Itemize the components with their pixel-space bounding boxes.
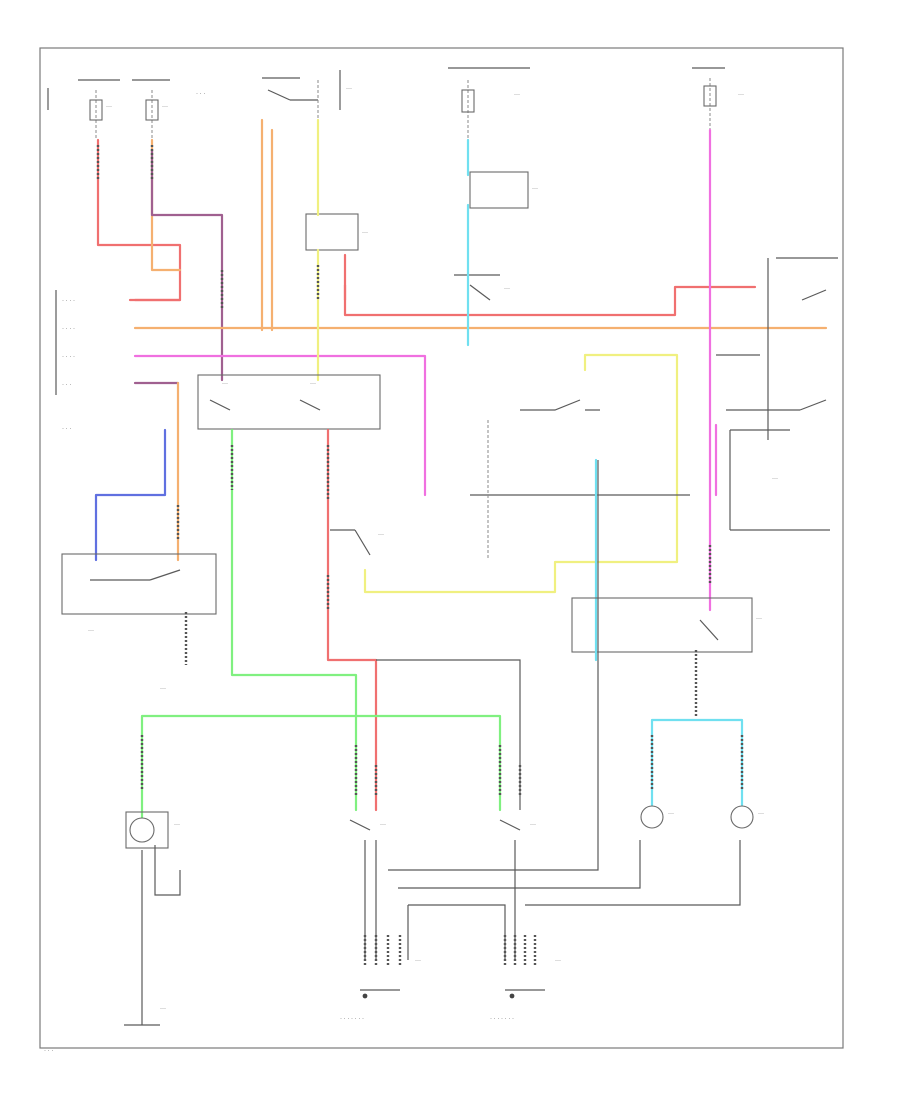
wire-red-module [326, 428, 378, 812]
svg-text:···: ··· [106, 104, 112, 110]
top-left-fuses: ··· ··· · · · [47, 79, 205, 140]
svg-text:···: ··· [738, 92, 744, 98]
svg-text:···: ··· [756, 616, 762, 622]
left-lower-module [61, 553, 217, 615]
wire-blue-left [94, 428, 167, 562]
top-fuse-center: ··· [448, 67, 530, 140]
lamp-left [640, 805, 664, 829]
svg-text:···: ··· [555, 958, 561, 964]
wire-green-lower [140, 714, 502, 822]
svg-text:···: ··· [174, 822, 180, 828]
svg-text:···: ··· [758, 811, 764, 817]
left-labels: · · · · · · · · · · · · · · · · · · [55, 290, 75, 432]
svg-text:· · ·: · · · [62, 426, 71, 432]
wire-yellow-loop [363, 353, 679, 594]
top-center-switch: ··· [262, 70, 352, 120]
lower-switch-left: ··· [349, 819, 386, 831]
svg-text:···: ··· [504, 286, 510, 292]
svg-text:···: ··· [310, 381, 316, 387]
svg-text:···: ··· [532, 186, 538, 192]
svg-text:···: ··· [88, 628, 94, 634]
wire-red-left [96, 138, 182, 302]
svg-text:···: ··· [530, 822, 536, 828]
svg-text:···: ··· [772, 476, 778, 482]
ground-left: ··· · · · · · · · [340, 958, 421, 1022]
wire-green-module [230, 428, 358, 812]
wire-orange-left [150, 138, 182, 272]
svg-text:· · · ·: · · · · [62, 298, 75, 304]
svg-text:···: ··· [162, 104, 168, 110]
page-tag: · · · [44, 1048, 53, 1054]
brake-switch: ··· [330, 529, 384, 556]
svg-text:···: ··· [514, 92, 520, 98]
wire-pink-bus [133, 354, 427, 497]
connectors [96, 145, 744, 965]
diagram-border [39, 47, 844, 1049]
svg-text:· · · ·: · · · · [62, 354, 75, 360]
svg-text:· · · ·: · · · · [62, 326, 75, 332]
wire-gray-bus-low [376, 659, 521, 810]
svg-text:···: ··· [668, 811, 674, 817]
svg-text:···: ··· [160, 1006, 166, 1012]
control-module [197, 374, 381, 430]
svg-text:···: ··· [378, 532, 384, 538]
svg-text:· · · · · · ·: · · · · · · · [490, 1016, 514, 1022]
lower-switch-right: ··· [499, 819, 536, 831]
wire-gray-mid [470, 399, 690, 496]
svg-text:···: ··· [380, 822, 386, 828]
wire-gray-bundle-3 [514, 840, 741, 960]
wire-gray-bundle-2 [398, 840, 641, 960]
wire-red-bus [133, 283, 757, 317]
wire-purple-left [150, 148, 224, 382]
svg-text:···: ··· [346, 86, 352, 92]
right-switch-panel: ··· [716, 257, 838, 531]
wire-cyan-lamps [594, 610, 744, 807]
svg-text:· · ·: · · · [62, 382, 71, 388]
wire-orange-center [260, 118, 274, 332]
lamp-right [730, 805, 754, 829]
svg-text:···: ··· [415, 958, 421, 964]
ground-right: ··· · · · · · · · [490, 958, 561, 1022]
wire-gray-bundle-1 [364, 460, 599, 960]
relay-box-cyan [469, 171, 529, 209]
relay-box-top [305, 213, 359, 251]
svg-text:···: ··· [160, 686, 166, 692]
relay-box-lower [571, 597, 753, 653]
ground-bottom-left: ··· [124, 850, 166, 1026]
lower-left-component: ··· [125, 811, 181, 896]
svg-text:···: ··· [222, 381, 228, 387]
svg-text:· · · · · · ·: · · · · · · · [340, 1016, 364, 1022]
top-fuse-right: ··· [692, 67, 744, 130]
switch-cyan: ··· [454, 274, 510, 301]
svg-text:· · ·: · · · [196, 91, 205, 97]
svg-text:···: ··· [362, 230, 368, 236]
